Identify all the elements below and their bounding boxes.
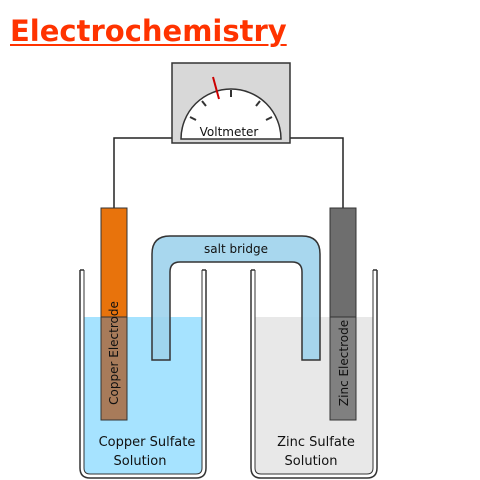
copper-solution-label-line1: Copper Sulfate [99, 435, 196, 450]
copper-electrode-label: Copper Electrode [107, 301, 121, 405]
zinc-electrode: Zinc Electrode [329, 207, 357, 421]
voltmeter-needle [212, 76, 220, 100]
voltmeter-label: Voltmeter [200, 125, 259, 139]
voltmeter: Voltmeter [171, 62, 291, 144]
left-wire [113, 137, 172, 210]
page-title: Electrochemistry [10, 14, 287, 48]
voltmeter-dial [180, 88, 282, 140]
zinc-solution-label-line1: Zinc Sulfate [277, 435, 355, 450]
copper-solution-label-line2: Solution [114, 454, 167, 469]
voltmeter-ticks [189, 90, 273, 121]
salt-bridge: salt bridge [151, 235, 321, 361]
wires [113, 137, 344, 210]
salt-bridge-label: salt bridge [204, 242, 268, 256]
copper-electrode: Copper Electrode [100, 207, 128, 421]
right-wire [290, 137, 344, 210]
zinc-solution-label-line2: Solution [285, 454, 338, 469]
solution-labels: Copper Sulfate Solution Zinc Sulfate Sol… [99, 435, 355, 469]
zinc-electrode-label: Zinc Electrode [337, 320, 351, 406]
